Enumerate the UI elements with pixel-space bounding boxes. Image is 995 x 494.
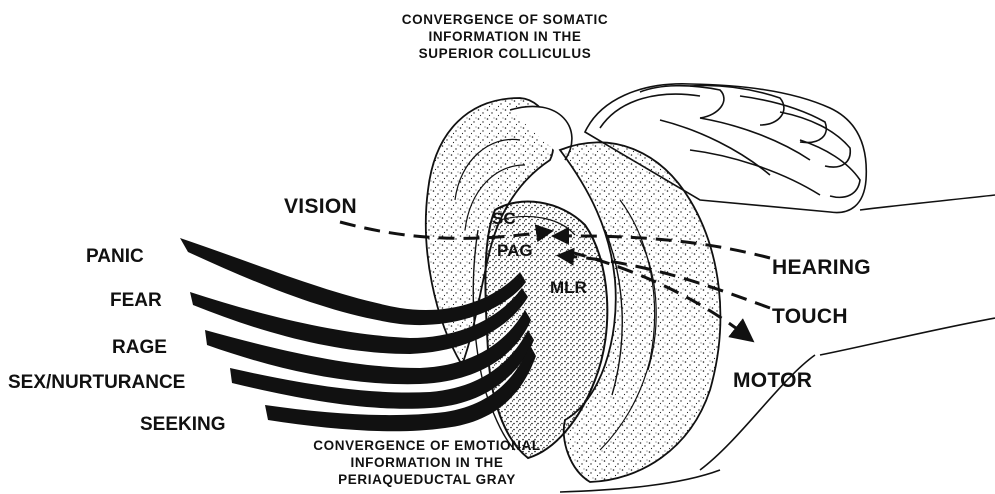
emotion-label-sex-nurturance: SEX/NURTURANCE	[8, 372, 185, 394]
top-caption-line-1: CONVERGENCE OF SOMATIC	[360, 11, 650, 28]
top-caption-line-2: INFORMATION IN THE	[360, 28, 650, 45]
bottom-caption: CONVERGENCE OF EMOTIONAL INFORMATION IN …	[272, 437, 582, 488]
sensory-label-vision: VISION	[284, 195, 357, 219]
bottom-caption-line-1: CONVERGENCE OF EMOTIONAL	[272, 437, 582, 454]
region-label-pag: PAG	[497, 241, 533, 261]
sensory-label-touch: TOUCH	[772, 305, 848, 329]
top-caption: CONVERGENCE OF SOMATIC INFORMATION IN TH…	[360, 11, 650, 62]
region-label-mlr: MLR	[550, 278, 587, 298]
region-label-sc: SC	[492, 209, 516, 229]
sensory-label-hearing: HEARING	[772, 256, 871, 280]
emotion-label-rage: RAGE	[112, 337, 167, 359]
sensory-label-motor: MOTOR	[733, 369, 812, 393]
emotion-label-seeking: SEEKING	[140, 414, 226, 436]
emotion-label-panic: PANIC	[86, 246, 144, 268]
emotion-label-fear: FEAR	[110, 290, 162, 312]
bottom-caption-line-3: PERIAQUEDUCTAL GRAY	[272, 471, 582, 488]
top-caption-line-3: SUPERIOR COLLICULUS	[360, 45, 650, 62]
bottom-caption-line-2: INFORMATION IN THE	[272, 454, 582, 471]
